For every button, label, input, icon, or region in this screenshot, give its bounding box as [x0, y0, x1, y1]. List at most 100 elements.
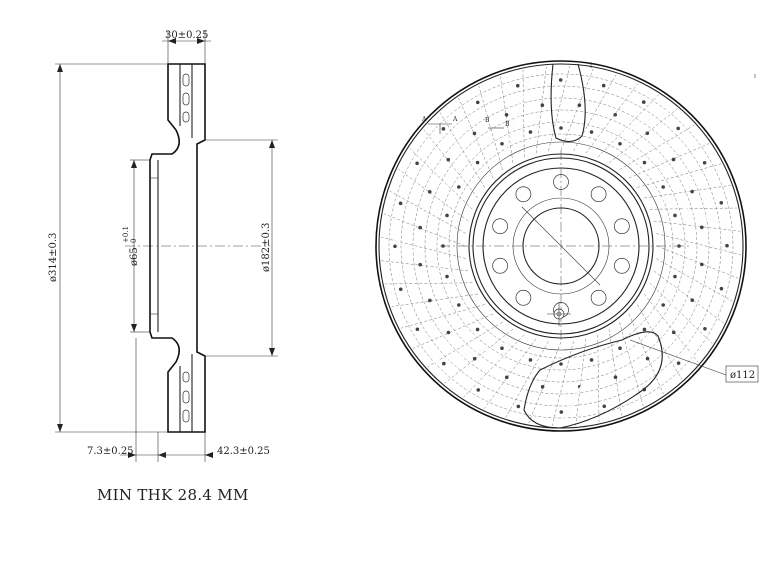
drill-hole: [671, 157, 676, 162]
drill-hole: [445, 274, 449, 279]
drill-hole: [613, 112, 618, 117]
drill-hole: [719, 200, 724, 205]
vane-radial-line: [444, 328, 514, 384]
drill-hole: [442, 361, 446, 366]
slot-inner: [388, 235, 457, 279]
vane-radial-line: [649, 207, 737, 210]
lug-hole: [590, 289, 607, 306]
vane-radial-line: [505, 341, 549, 418]
vane-radial-line: [585, 83, 639, 154]
vane-radial-line: [398, 168, 469, 222]
outer-diameter-dimension: ø314±0.3: [48, 233, 59, 282]
drill-hole: [559, 362, 563, 366]
drill-hole: [393, 244, 397, 249]
drill-hole: [472, 356, 477, 361]
drill-hole: [645, 131, 650, 136]
pcd-label-box: [725, 365, 759, 383]
drill-hole: [673, 274, 677, 279]
vane-ring-line: [424, 109, 698, 383]
section-cutout-top: [550, 63, 586, 143]
lug-hole: [492, 257, 508, 274]
drill-hole: [676, 126, 680, 131]
section-mark-b2: B: [505, 121, 510, 128]
vane-ring-line: [436, 121, 686, 371]
drill-hole: [415, 161, 419, 166]
drill-hole: [476, 388, 481, 392]
drill-hole: [528, 130, 533, 134]
slots: [388, 75, 733, 419]
vane-radial-line: [551, 341, 574, 426]
drill-hole: [472, 131, 477, 136]
vane-radial-line: [637, 163, 722, 188]
vane-radial-line: [597, 94, 659, 158]
vane-radial-line: [528, 341, 562, 424]
slot-inner: [594, 110, 669, 143]
vane-radial-line: [427, 321, 503, 368]
drill-hole: [613, 375, 618, 379]
slot-inner: [433, 342, 512, 363]
drill-hole: [589, 358, 594, 362]
front-view: ø112 A A B B: [375, 60, 759, 432]
drill-hole: [618, 346, 622, 350]
vane-radial-line: [389, 190, 466, 234]
vane-radial-line: [439, 112, 486, 188]
vane-radial-line: [500, 76, 514, 163]
drill-hole: [475, 160, 480, 165]
vane-radial-line: [649, 282, 713, 344]
section-mark-a1: A: [421, 116, 427, 123]
vane-radial-line: [644, 185, 731, 199]
slot-inner: [504, 75, 532, 152]
drill-hole: [661, 303, 665, 307]
drill-hole: [645, 356, 650, 361]
drill-hole: [475, 327, 480, 332]
vane-radial-line: [636, 304, 683, 380]
drill-hole: [516, 404, 521, 409]
drill-hole: [690, 189, 694, 194]
vane-radial-line: [597, 334, 600, 422]
hub-diameter-dimension: ø182±0.3: [261, 223, 272, 272]
vane-radial-line: [628, 143, 710, 179]
vane-radial-line: [653, 270, 724, 324]
hat-offset-dimension: 7.3±0.25: [87, 446, 134, 457]
rotor-outer-edge: [375, 60, 747, 432]
vane-radial-line: [560, 68, 594, 151]
drill-hole: [540, 103, 545, 108]
lug-hole: [515, 289, 532, 306]
vane-ring-line: [400, 85, 722, 407]
drill-hole: [500, 346, 504, 350]
drill-hole: [690, 298, 695, 303]
lug-hole: [515, 186, 532, 203]
vane-radial-line: [656, 233, 741, 256]
drill-hole: [676, 361, 681, 365]
cross-drill-holes: [393, 78, 729, 414]
vane-radial-line: [412, 313, 494, 349]
drill-hole: [641, 100, 646, 104]
drill-hole: [540, 385, 545, 389]
drill-hole: [457, 185, 461, 189]
drill-hole: [418, 262, 423, 267]
drill-hole: [528, 358, 533, 362]
vane-radial-line: [522, 70, 525, 158]
drill-hole: [700, 262, 704, 267]
vane-radial-line: [381, 260, 469, 272]
vane-radial-line: [548, 66, 571, 151]
drill-hole: [415, 327, 420, 332]
vane-radial-line: [458, 97, 494, 179]
drill-hole: [618, 142, 622, 146]
drill-hole: [445, 213, 449, 218]
section-mark-a2: A: [452, 116, 458, 123]
vane-pattern: [381, 66, 741, 426]
vane-radial-line: [653, 220, 741, 232]
drill-hole: [589, 130, 594, 134]
vane-radial-line: [478, 85, 503, 170]
vane-radial-line: [575, 338, 587, 426]
vane-radial-line: [656, 245, 739, 279]
vane-radial-line: [573, 74, 617, 151]
vane-radial-line: [608, 329, 622, 416]
minimum-thickness-note: MIN THK 28.4 MM: [97, 486, 249, 504]
drill-hole: [504, 375, 509, 380]
drill-hole: [702, 160, 707, 165]
vane-radial-line: [608, 108, 678, 164]
drill-hole: [699, 225, 704, 230]
drill-hole: [441, 127, 446, 131]
